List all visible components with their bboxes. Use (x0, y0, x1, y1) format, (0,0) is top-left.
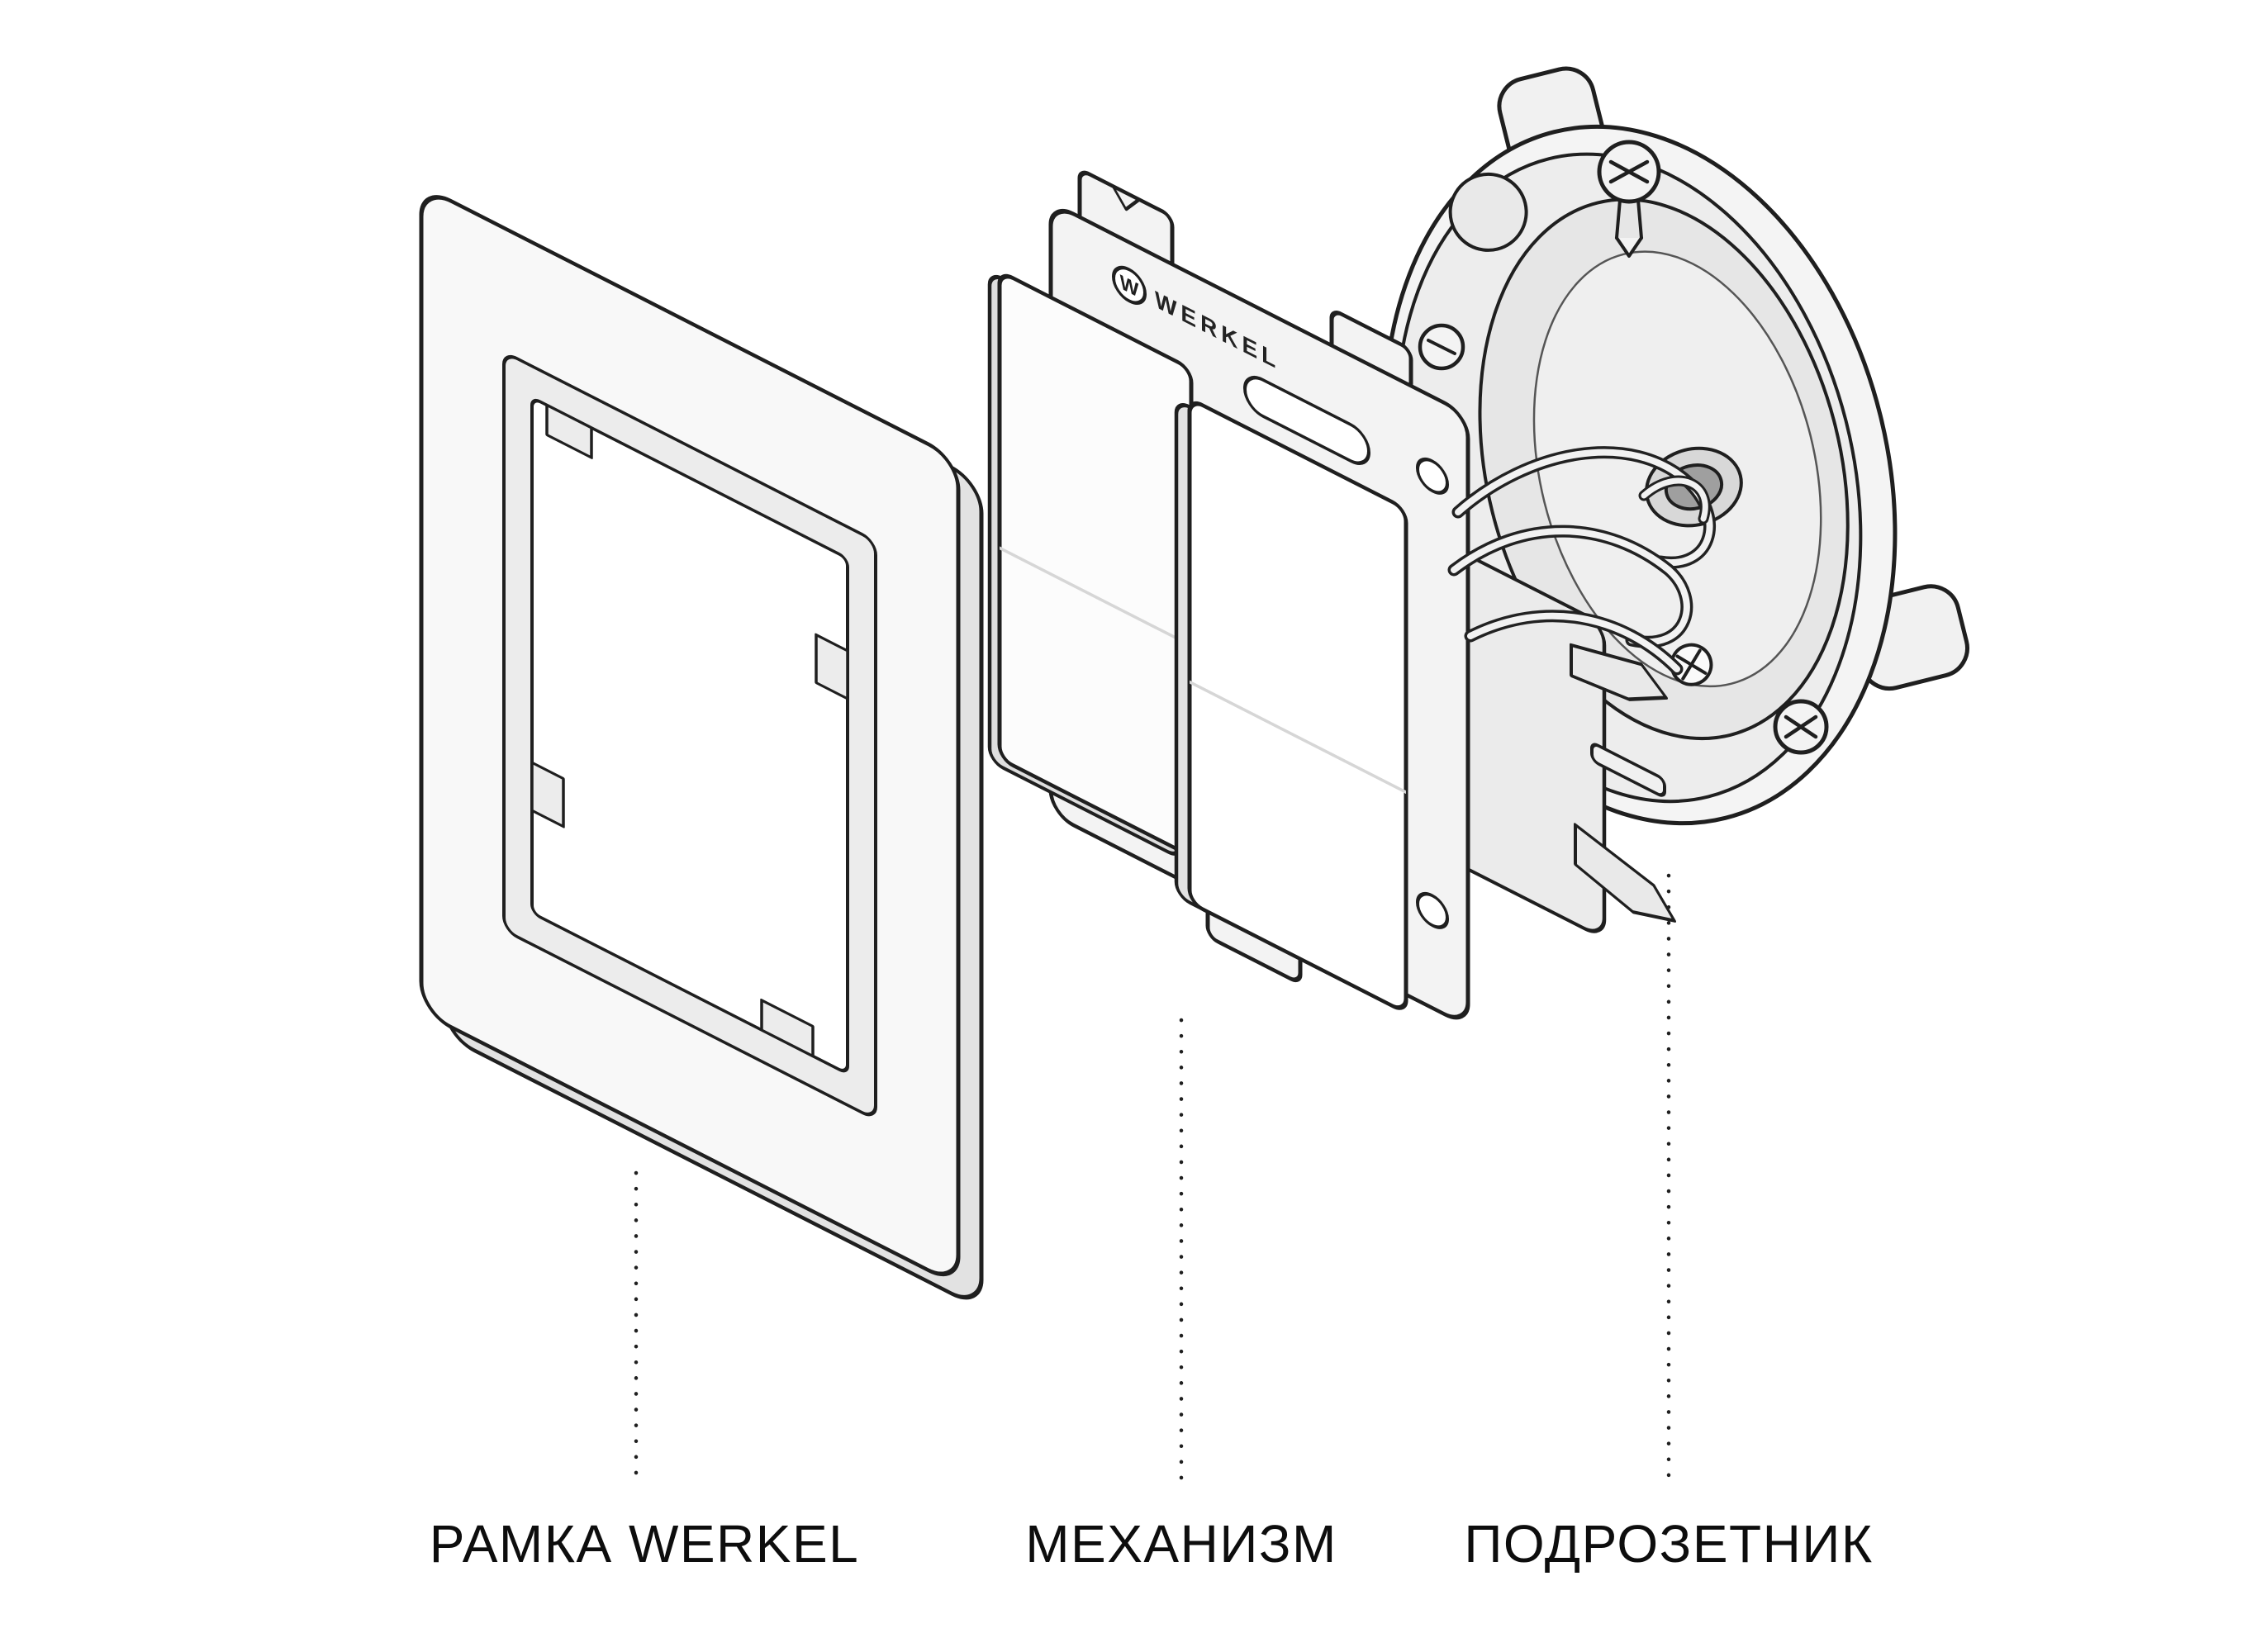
mechanism-illustration: W WERKEL (987, 170, 1676, 1020)
label-frame: РАМКА WERKEL (429, 1514, 860, 1574)
frame-notch (530, 761, 565, 828)
werkel-logo-letter: W (1120, 271, 1140, 302)
label-mechanism: МЕХАНИЗМ (1025, 1514, 1337, 1574)
interior-screw-icon (1670, 643, 1713, 686)
frame-window-opening (530, 398, 849, 1073)
wire (1641, 477, 1708, 522)
label-mounting-box: ПОДРОЗЕТНИК (1464, 1514, 1874, 1574)
strap-screw-hole-top (1416, 457, 1449, 495)
frame-notch (815, 633, 849, 700)
frame-notch (760, 998, 815, 1058)
rocker-left-crease (1000, 546, 1191, 648)
wire-terminal (1590, 743, 1666, 797)
wire (1467, 612, 1680, 672)
frame-notch (545, 403, 593, 459)
box-left-screw-icon (1418, 323, 1465, 371)
frame-illustration (419, 195, 984, 1300)
wires (1447, 446, 1716, 676)
werkel-logo-icon (1112, 265, 1147, 305)
rocker-right-crease (1190, 680, 1406, 795)
mounting-claw-top (1570, 643, 1668, 701)
box-screw-boss (1448, 172, 1528, 252)
strap-screw-hole-bottom (1416, 891, 1449, 929)
rocker-right (1187, 401, 1408, 1010)
wire (1451, 528, 1690, 646)
mounting-claw-bottom (1574, 823, 1676, 923)
strap-slot (1243, 376, 1370, 465)
strap-tab-notch (1111, 184, 1141, 211)
box-bottom-right-screw-icon (1773, 699, 1829, 755)
box-top-screw-icon (1597, 140, 1661, 258)
wire (1455, 449, 1713, 567)
